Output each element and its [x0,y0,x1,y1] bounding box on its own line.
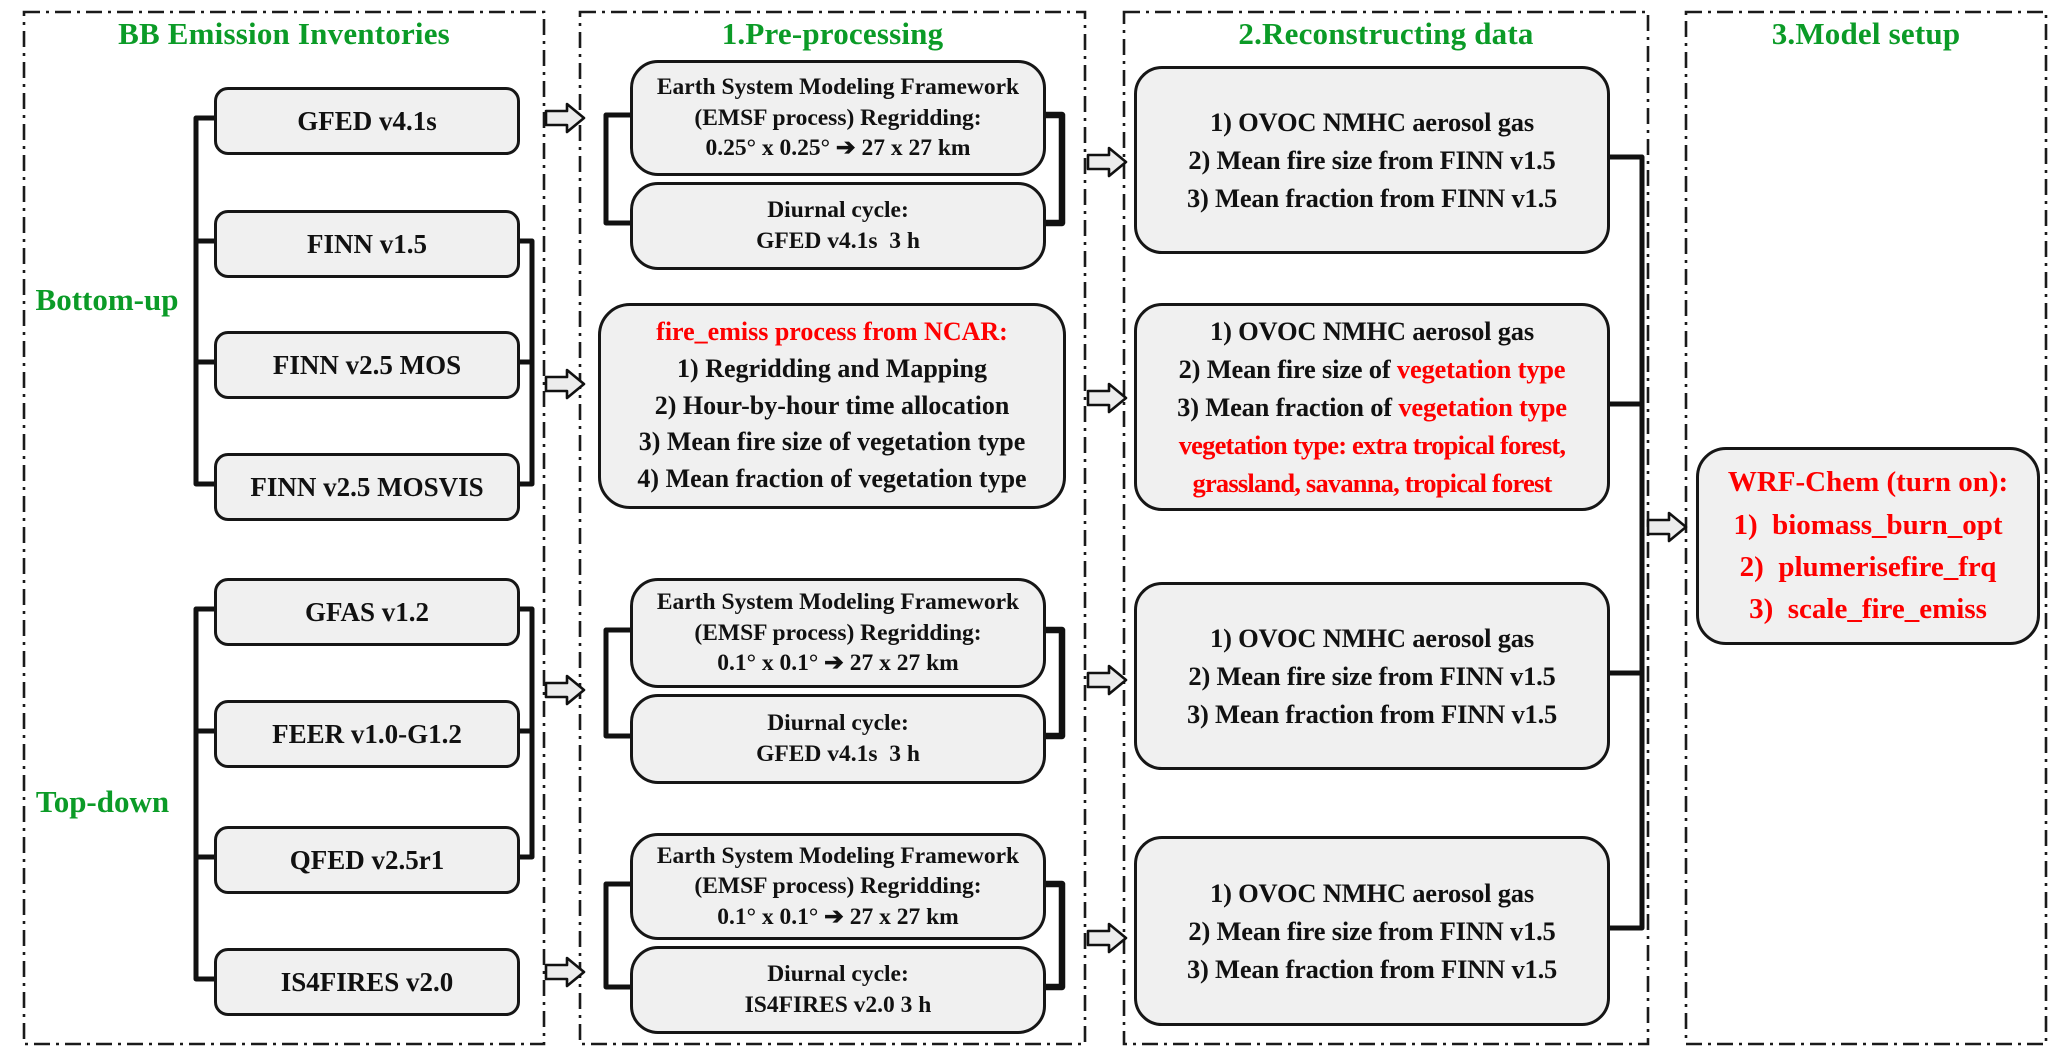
group2-right-bracket [1036,626,1066,740]
fire-emiss-item: 4) Mean fraction of vegetation type [637,464,1027,494]
reconstruct-line: 1) OVOC NMHC aerosol gas [1210,106,1534,137]
arrow-group2-to-box3 [1086,664,1128,696]
preprocessing-title: 1.Pre-processing [721,16,944,51]
regrid-line: (EMSF process) Regridding: [694,104,982,131]
group3-left-bracket [603,881,633,990]
inventories-frame [22,10,546,1046]
diurnal-line: Diurnal cycle: [767,197,909,224]
reconstruct-line: 2) Mean fire size from FINN v1.5 [1188,915,1556,946]
preprocessing-frame [578,10,1087,1046]
fire-emiss-header: fire_emiss process from NCAR: [656,316,1008,346]
node-diurnal-group2: Diurnal cycle: GFED v4.1s 3 h [630,694,1046,784]
reconstruct-line: 1) OVOC NMHC aerosol gas [1210,622,1534,653]
vegetation-type-line: vegetation type: extra tropical forest, [1178,430,1566,461]
model-setup-title: 3.Model setup [1771,16,1961,51]
node-regrid-group1: Earth System Modeling Framework (EMSF pr… [630,60,1046,176]
reconstruct-line: 3) Mean fraction of vegetation type [1177,388,1567,426]
regrid-line: Earth System Modeling Framework [656,842,1020,869]
arrow-gfed-to-preprocessing [544,102,586,134]
diurnal-line: Diurnal cycle: [767,961,909,988]
reconstruct-line: 2) Mean fire size of vegetation type [1179,350,1566,388]
regrid-line: Earth System Modeling Framework [656,74,1020,101]
node-is4fires-v20: IS4FIRES v2.0 [214,948,520,1016]
node-regrid-group3: Earth System Modeling Framework (EMSF pr… [630,833,1046,940]
reconstructing-frame [1122,10,1650,1046]
arrow-is4fires-to-preprocessing [544,956,586,988]
arrow-fire-emiss-to-box2 [1086,382,1128,414]
diurnal-line: GFED v4.1s 3 h [756,228,920,254]
group2-left-bracket [603,627,633,739]
arrow-to-model-setup [1646,511,1688,543]
diurnal-line: IS4FIRES v2.0 3 h [744,992,932,1018]
bottom-up-left-bracket [193,115,217,487]
node-finn-v25-mosvis: FINN v2.5 MOSVIS [214,453,520,521]
node-diurnal-group1: Diurnal cycle: GFED v4.1s 3 h [630,182,1046,270]
group1-left-bracket [603,112,633,226]
reconstruct-line: 3) Mean fraction from FINN v1.5 [1186,699,1558,730]
reconstruct-line: 1) OVOC NMHC aerosol gas [1210,315,1534,346]
line-black-part: 2) Mean fire size of [1178,353,1397,384]
node-diurnal-group3: Diurnal cycle: IS4FIRES v2.0 3 h [630,946,1046,1034]
top-down-left-bracket [193,606,217,982]
fire-emiss-item: 2) Hour-by-hour time allocation [654,390,1010,420]
node-reconstruct-1: 1) OVOC NMHC aerosol gas 2) Mean fire si… [1134,66,1610,254]
reconstruct-line: 2) Mean fire size from FINN v1.5 [1188,144,1556,175]
inventories-title: BB Emission Inventories [118,16,450,51]
arrow-topdown-to-preprocessing [544,674,586,706]
top-down-label: Top-down [35,784,170,819]
node-fire-emiss: fire_emiss process from NCAR: 1) Regridd… [598,303,1066,509]
node-reconstruct-4: 1) OVOC NMHC aerosol gas 2) Mean fire si… [1134,836,1610,1026]
wrf-chem-option: 2) plumerisefire_frq [1739,551,1997,583]
reconstruct-line: 1) OVOC NMHC aerosol gas [1210,877,1534,908]
line-red-part: vegetation type [1398,391,1567,422]
node-regrid-group2: Earth System Modeling Framework (EMSF pr… [630,578,1046,688]
node-finn-v25-mos: FINN v2.5 MOS [214,331,520,399]
group3-right-bracket [1036,880,1066,991]
regrid-line: (EMSF process) Regridding: [694,873,982,900]
reconstruct-line: 3) Mean fraction from FINN v1.5 [1186,954,1558,985]
line-black-part: 3) Mean fraction of [1177,391,1399,422]
wrf-chem-header: WRF-Chem (turn on): [1727,466,2009,499]
regrid-line: (EMSF process) Regridding: [694,619,982,646]
regrid-line: 0.25° x 0.25° ➔ 27 x 27 km [705,135,971,162]
regrid-line: Earth System Modeling Framework [656,589,1020,616]
node-feer-v10-g12: FEER v1.0-G1.2 [214,700,520,768]
diurnal-line: GFED v4.1s 3 h [756,741,920,767]
reconstructing-title: 2.Reconstructing data [1238,16,1534,51]
diurnal-line: Diurnal cycle: [767,710,909,737]
vegetation-type-line: grassland, savanna, tropical forest [1192,468,1553,499]
wrf-chem-option: 3) scale_fire_emiss [1749,593,1987,626]
reconstructing-right-bracket [1601,154,1645,931]
group1-right-bracket [1036,111,1066,227]
arrow-group1-to-box1 [1086,146,1128,178]
wrf-chem-option: 1) biomass_burn_opt [1733,508,2003,541]
node-reconstruct-2: 1) OVOC NMHC aerosol gas 2) Mean fire si… [1134,303,1610,511]
bottom-up-label: Bottom-up [35,282,179,317]
node-qfed-v25r1: QFED v2.5r1 [214,826,520,894]
fire-emiss-item: 3) Mean fire size of vegetation type [638,427,1026,457]
node-gfas-v12: GFAS v1.2 [214,578,520,646]
reconstruct-line: 2) Mean fire size from FINN v1.5 [1188,660,1556,691]
arrow-finn-to-fire-emiss [544,368,586,400]
fire-emiss-item: 1) Regridding and Mapping [677,353,987,383]
reconstruct-line: 3) Mean fraction from FINN v1.5 [1186,183,1558,214]
line-red-part: vegetation type [1396,353,1566,384]
node-finn-v15: FINN v1.5 [214,210,520,278]
node-gfed-v41s: GFED v4.1s [214,87,520,155]
regrid-line: 0.1° x 0.1° ➔ 27 x 27 km [717,650,959,677]
arrow-group3-to-box4 [1086,922,1128,954]
node-reconstruct-3: 1) OVOC NMHC aerosol gas 2) Mean fire si… [1134,582,1610,770]
node-wrf-chem: WRF-Chem (turn on): 1) biomass_burn_opt … [1696,447,2040,645]
regrid-line: 0.1° x 0.1° ➔ 27 x 27 km [717,903,959,930]
